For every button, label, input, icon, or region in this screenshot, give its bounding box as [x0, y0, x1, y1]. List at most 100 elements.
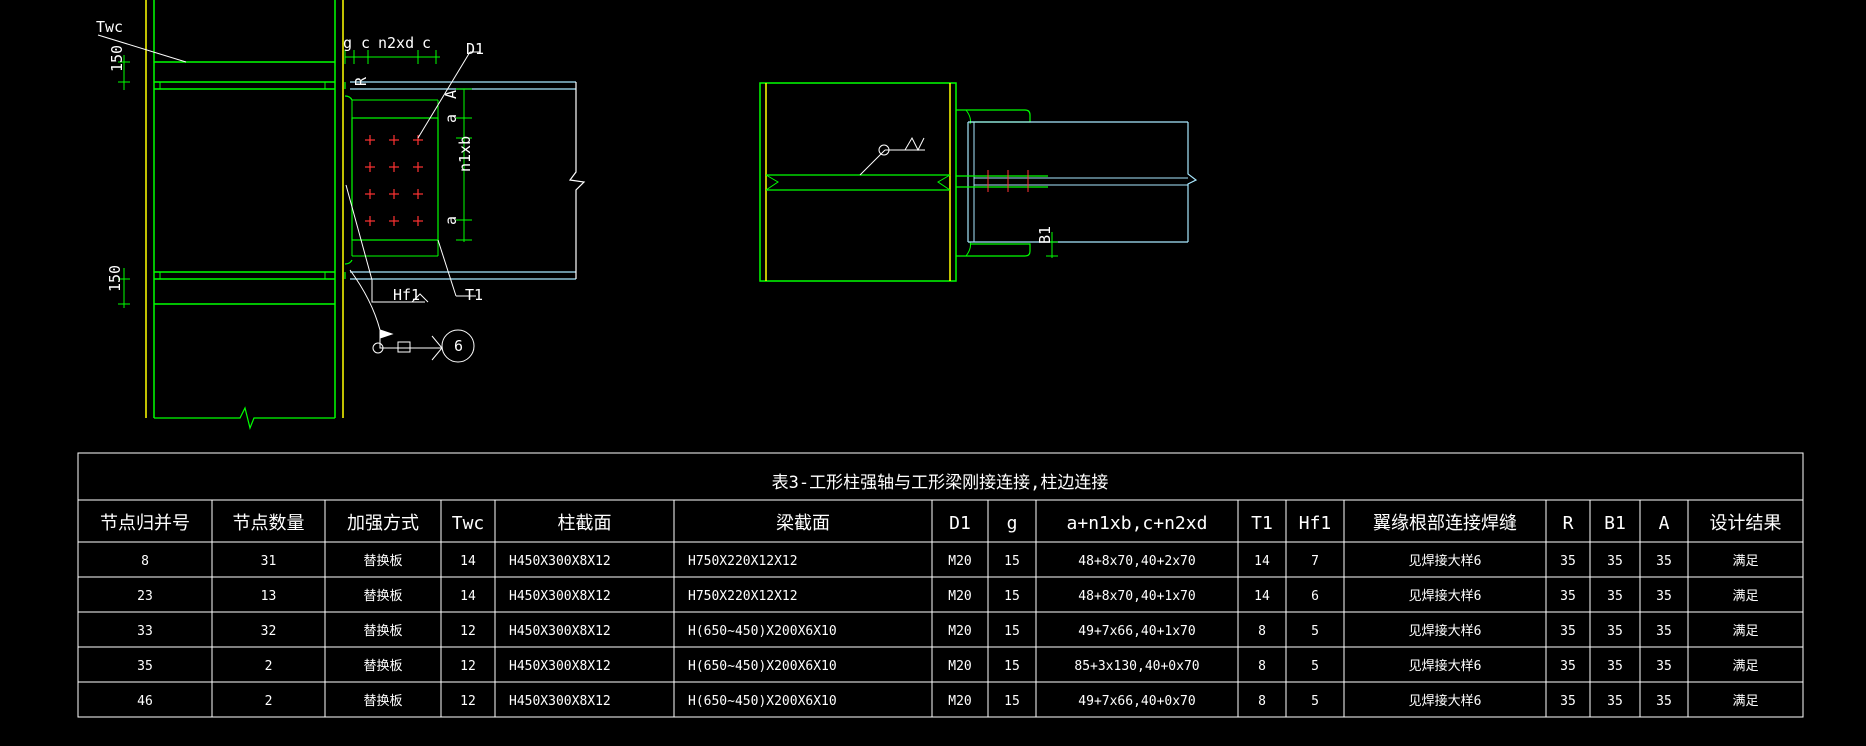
weld-ref-number: 6 — [454, 337, 463, 355]
section-flange-curve-bottom — [965, 241, 971, 257]
beam-column-connection-section: B1 — [759, 82, 1198, 282]
table-cell: 46 — [137, 694, 153, 709]
table-cell: 15 — [1004, 624, 1020, 639]
b1-label: B1 — [1036, 226, 1054, 244]
table-cell: 见焊接大样6 — [1409, 553, 1482, 569]
bolt-mark — [365, 162, 375, 172]
table-cell: 35 — [1607, 589, 1623, 604]
bolt-mark — [365, 216, 375, 226]
table-header-cell: a+n1xb,c+n2xd — [1067, 513, 1208, 534]
r-label: R — [352, 76, 370, 86]
table-cell: 满足 — [1732, 624, 1758, 639]
section-beam-break — [1187, 122, 1198, 242]
table-cell: 49+7x66,40+1x70 — [1078, 624, 1195, 639]
bolt-group — [365, 135, 423, 226]
table-cell: 替换板 — [363, 589, 402, 604]
weld-ref-flag — [379, 329, 394, 339]
table-border — [77, 452, 1804, 718]
table-title: 表3-工形柱强轴与工形梁刚接连接,柱边连接 — [772, 473, 1109, 493]
table-cell: 35 — [1607, 554, 1623, 569]
table-cell: M20 — [948, 659, 971, 674]
table-header-cell: 节点数量 — [233, 513, 305, 534]
twc-label: Twc — [96, 18, 123, 36]
table-cell: M20 — [948, 624, 971, 639]
t1-label: T1 — [465, 286, 483, 304]
table-cell: 2 — [265, 659, 273, 674]
table-cell: H450X300X8X12 — [509, 554, 611, 569]
table-cell: 13 — [261, 589, 277, 604]
table-cell: 15 — [1004, 554, 1020, 569]
table-cell: 48+8x70,40+1x70 — [1078, 589, 1195, 604]
table-cell: H(650~450)X200X6X10 — [688, 624, 837, 639]
table-cell: M20 — [948, 554, 971, 569]
table-header-cell: D1 — [949, 513, 971, 534]
weld-ref-box — [397, 341, 411, 353]
table-header-cell: 节点归并号 — [100, 513, 190, 534]
weld-ref-leader — [349, 269, 442, 349]
table-cell: 35 — [1560, 554, 1576, 569]
bolt-mark — [413, 135, 423, 145]
bolt-mark — [389, 189, 399, 199]
dim-n1xb: n1xb — [456, 136, 474, 172]
beam-column-connection-elevation: Twc 150 150 — [96, 0, 586, 430]
hf1-label: Hf1 — [393, 286, 420, 304]
table-cell: H450X300X8X12 — [509, 589, 611, 604]
table-cell: H750X220X12X12 — [688, 589, 798, 604]
table-cell: 14 — [1254, 589, 1270, 604]
dim-gc: g c — [343, 34, 370, 52]
bolt-mark — [365, 135, 375, 145]
table-header-cell: Hf1 — [1299, 513, 1332, 534]
table-cell: 12 — [460, 694, 476, 709]
table-cell: 31 — [261, 554, 277, 569]
bolt-mark — [413, 162, 423, 172]
table-cell: 满足 — [1732, 659, 1758, 674]
table-cell: 12 — [460, 659, 476, 674]
t1-leader — [437, 239, 457, 297]
table-cell: 35 — [1560, 659, 1576, 674]
table-cell: H750X220X12X12 — [688, 554, 798, 569]
table-cell: 替换板 — [363, 624, 402, 639]
table-cell: 35 — [1607, 624, 1623, 639]
table-cell: 满足 — [1732, 694, 1758, 709]
dim-n2xd: n2xd — [378, 34, 414, 52]
bolt-mark — [365, 189, 375, 199]
table-cell: 32 — [261, 624, 277, 639]
bolt-mark — [413, 216, 423, 226]
table-cell: 见焊接大样6 — [1409, 693, 1482, 709]
table-cell: 2 — [265, 694, 273, 709]
bolt-mark — [389, 216, 399, 226]
table-cell: 15 — [1004, 659, 1020, 674]
table-cell: 35 — [137, 659, 153, 674]
table-cell: 35 — [1607, 659, 1623, 674]
shear-plate — [351, 117, 439, 241]
dim-a-top: a — [442, 114, 460, 123]
table-cell: 35 — [1560, 624, 1576, 639]
table-cell: 5 — [1311, 659, 1319, 674]
table-cell: H450X300X8X12 — [509, 659, 611, 674]
table-cell: 替换板 — [363, 694, 402, 709]
table-cell: 8 — [1258, 624, 1266, 639]
table-cell: 35 — [1560, 589, 1576, 604]
table-cell: 23 — [137, 589, 153, 604]
flange-root-top — [344, 82, 353, 101]
section-top-flange-plate — [956, 109, 1031, 123]
table-cell: 35 — [1656, 624, 1672, 639]
table-cell: 35 — [1560, 694, 1576, 709]
table-header-cell: Twc — [452, 513, 485, 534]
table-cell: 85+3x130,40+0x70 — [1074, 659, 1199, 674]
table-cell: 49+7x66,40+0x70 — [1078, 694, 1195, 709]
left-detail-dimensions: g c n2xd c D1 R A a n1xb a T1 Hf1 — [343, 34, 484, 363]
table-cell: 35 — [1607, 694, 1623, 709]
table-cell: 见焊接大样6 — [1409, 588, 1482, 604]
dim-150-top: 150 — [108, 45, 126, 72]
table-cell: 7 — [1311, 554, 1319, 569]
dim-a-bottom: a — [442, 216, 460, 225]
table-cell: 8 — [1258, 694, 1266, 709]
table-cell: 12 — [460, 624, 476, 639]
table-cell: 48+8x70,40+2x70 — [1078, 554, 1195, 569]
